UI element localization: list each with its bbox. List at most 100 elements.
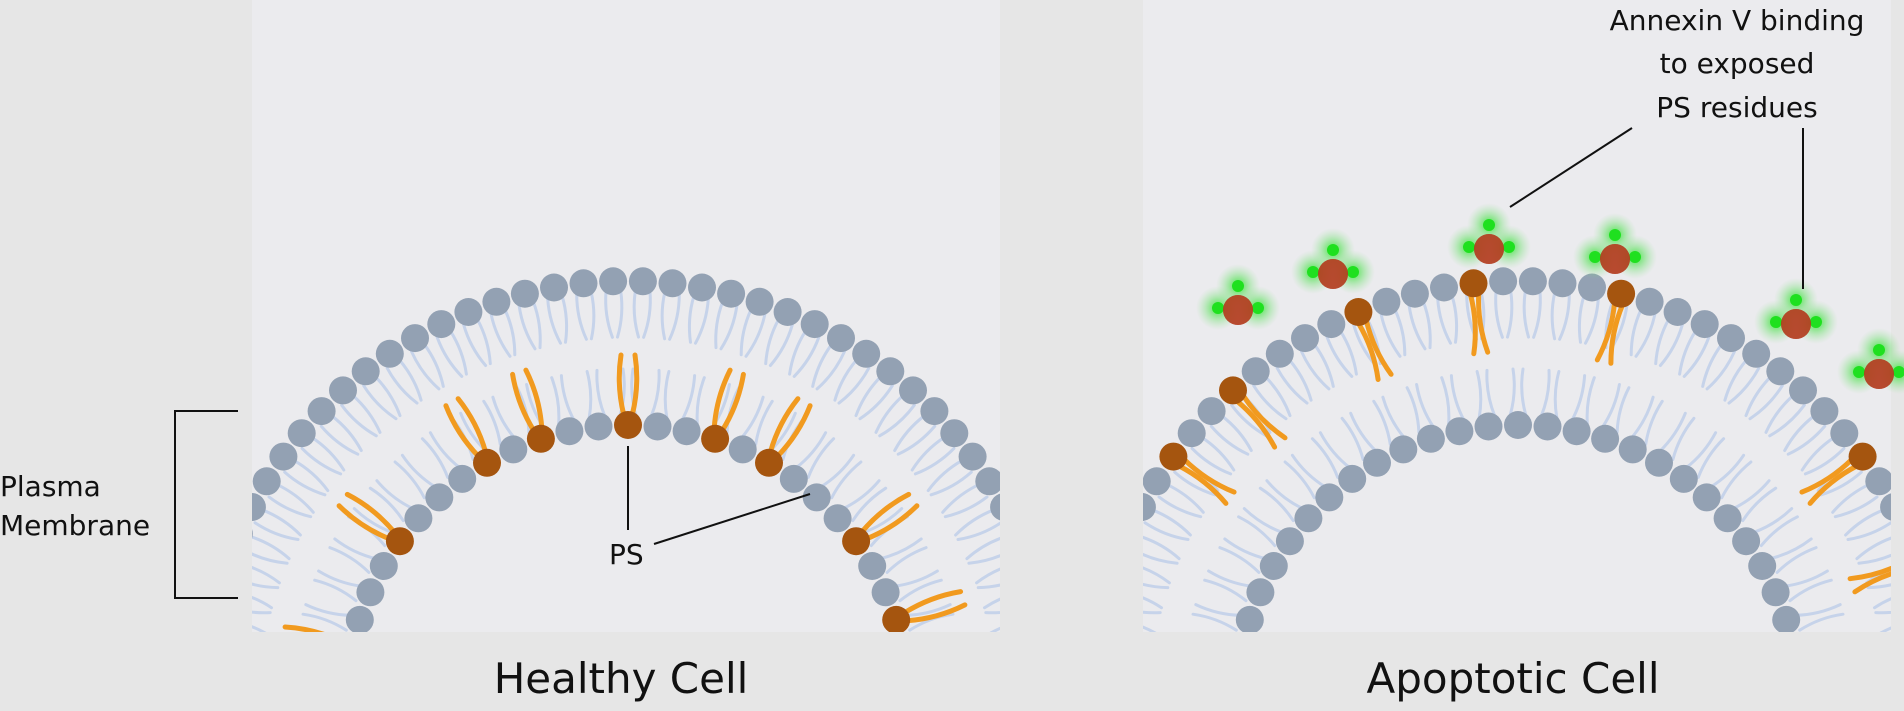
lipid-head	[858, 552, 886, 580]
annexin-core	[1327, 244, 1339, 256]
lipid-tail	[214, 663, 260, 666]
lipid-head	[1338, 465, 1366, 493]
ps-head	[1460, 269, 1488, 297]
lipid-head	[370, 552, 398, 580]
ps-head	[527, 425, 555, 453]
lipid-tail	[992, 634, 1038, 639]
lipid-head	[1693, 483, 1721, 511]
lipid-head	[1417, 425, 1445, 453]
lipid-head	[1691, 310, 1719, 338]
lipid-tail	[1888, 690, 1904, 694]
lipid-tail	[1806, 649, 1851, 660]
lipid-head	[801, 310, 829, 338]
lipid-head	[540, 274, 568, 302]
exposed-ps-tint	[1600, 244, 1630, 274]
annexin-core	[1770, 316, 1782, 328]
lipid-head	[425, 483, 453, 511]
lipid-head	[499, 435, 527, 463]
lipid-head	[1504, 411, 1532, 439]
lipid-head	[1178, 419, 1206, 447]
lipid-head	[920, 397, 948, 425]
lipid-head	[644, 413, 672, 441]
ps-head	[1159, 443, 1187, 471]
lipid-head	[1260, 552, 1288, 580]
lipid-head	[1389, 435, 1417, 463]
lipid-head	[356, 578, 384, 606]
lipid-head	[1040, 693, 1068, 706]
plasma-membrane-label-line2: Membrane	[0, 509, 150, 542]
lipid-head	[1266, 340, 1294, 368]
annexin-label-line3: PS residues	[1656, 91, 1817, 124]
lipid-head	[959, 443, 987, 471]
lipid-tail	[1106, 649, 1151, 659]
lipid-head	[1014, 547, 1042, 575]
lipid-tail	[920, 685, 966, 692]
lipid-head	[975, 467, 1003, 495]
lipid-head	[827, 324, 855, 352]
lipid-head	[1670, 465, 1698, 493]
lipid-head	[1830, 419, 1858, 447]
lipid-tail	[1887, 678, 1904, 685]
lipid-head	[1865, 467, 1893, 495]
lipid-head	[1748, 552, 1776, 580]
lipid-head	[197, 604, 225, 632]
ps-label: PS	[609, 538, 644, 571]
lipid-tail	[1187, 640, 1233, 646]
annexin-core	[1810, 316, 1822, 328]
lipid-head	[1236, 606, 1264, 634]
lipid-tail	[297, 640, 343, 646]
lipid-head	[1224, 664, 1252, 692]
lipid-head	[1291, 324, 1319, 352]
lipid-head	[238, 493, 266, 521]
lipid-tail	[1109, 634, 1155, 639]
annexin-label-line1: Annexin V binding	[1610, 4, 1865, 37]
lipid-head	[1636, 288, 1664, 316]
lipid-tail	[1102, 690, 1148, 694]
lipid-head	[1228, 634, 1256, 662]
lipid-head	[376, 340, 404, 368]
lipid-head	[1714, 504, 1742, 532]
lipid-head	[824, 504, 852, 532]
ps-head	[882, 606, 910, 634]
lipid-head	[688, 274, 716, 302]
ps-head	[473, 449, 501, 477]
lipid-head	[1031, 604, 1059, 632]
annexin-core	[1232, 280, 1244, 292]
ps-head	[842, 527, 870, 555]
lipid-head	[1115, 520, 1143, 548]
annexin-label-line2: to exposed	[1660, 47, 1815, 80]
lipid-head	[1315, 483, 1343, 511]
lipid-head	[511, 280, 539, 308]
lipid-tail	[997, 678, 1043, 685]
lipid-tail	[1182, 675, 1228, 678]
annexin-core	[1252, 302, 1264, 314]
lipid-head	[659, 269, 687, 297]
lipid-head	[1246, 578, 1274, 606]
lipid-tail	[1103, 678, 1149, 685]
lipid-head	[1766, 357, 1794, 385]
lipid-head	[1619, 435, 1647, 463]
lipid-head	[192, 634, 220, 662]
healthy-cell-caption: Healthy Cell	[494, 654, 749, 703]
lipid-head	[189, 663, 217, 691]
lipid-head	[1664, 298, 1692, 326]
lipid-head	[890, 634, 918, 662]
lipid-head	[1003, 520, 1031, 548]
lipid-head	[454, 298, 482, 326]
lipid-tail	[918, 675, 964, 678]
lipid-head	[1036, 634, 1064, 662]
lipid-head	[1294, 504, 1322, 532]
exposed-ps-tint	[1781, 309, 1811, 339]
lipid-head	[1717, 324, 1745, 352]
lipid-head	[482, 288, 510, 316]
lipid-tail	[1185, 649, 1230, 660]
lipid-head	[1645, 449, 1673, 477]
lipid-head	[780, 465, 808, 493]
lipid-head	[1732, 527, 1760, 555]
annexin-core	[1347, 266, 1359, 278]
lipid-head	[746, 288, 774, 316]
lipid-head	[1198, 397, 1226, 425]
plasma-membrane-bracket	[175, 411, 238, 598]
lipid-tail	[995, 649, 1040, 659]
